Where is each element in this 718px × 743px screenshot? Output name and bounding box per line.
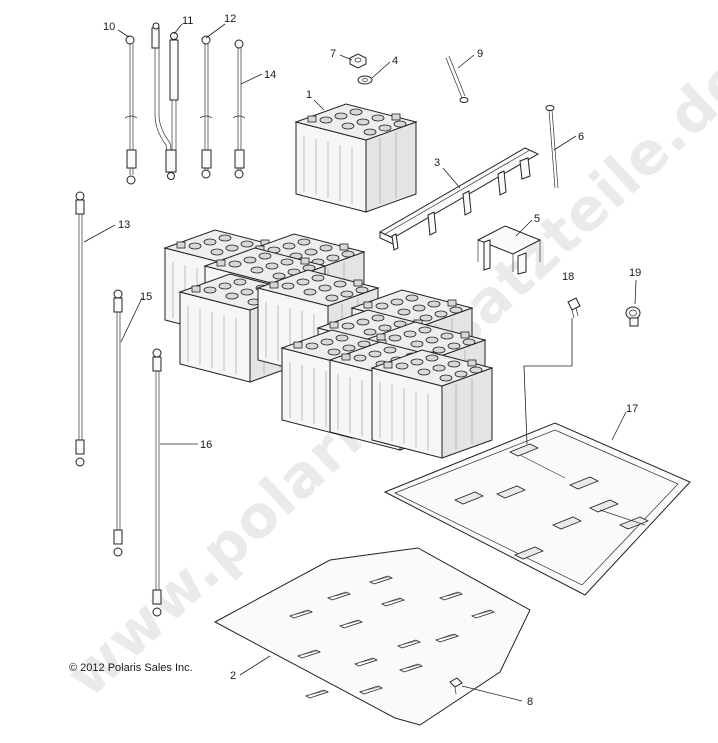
callout-13: 13 <box>118 219 130 231</box>
callout-8: 8 <box>527 696 533 708</box>
cable-11 <box>151 22 179 180</box>
battery-group-item <box>371 349 493 459</box>
callout-18: 18 <box>562 271 574 283</box>
leader-lines <box>83 23 637 702</box>
callout-labels: 10 11 12 14 7 4 9 1 3 6 5 13 15 16 18 19… <box>103 13 641 708</box>
callout-4: 4 <box>392 55 398 67</box>
cable-15 <box>113 289 123 557</box>
skid-plate-2 <box>213 547 531 726</box>
fastener-8 <box>449 677 463 695</box>
washer-4 <box>357 75 373 85</box>
callout-12: 12 <box>224 13 236 25</box>
callout-14: 14 <box>264 69 276 81</box>
cable-16 <box>152 348 162 617</box>
cable-14 <box>232 39 246 179</box>
callout-15: 15 <box>140 291 152 303</box>
bolt-9 <box>445 55 469 103</box>
clip-18 <box>567 297 581 319</box>
clamp-19 <box>625 306 641 327</box>
callout-5: 5 <box>534 213 540 225</box>
callout-10: 10 <box>103 21 115 33</box>
callout-16: 16 <box>200 439 212 451</box>
callout-6: 6 <box>578 131 584 143</box>
callout-17: 17 <box>626 403 638 415</box>
battery-tray-17 <box>383 422 691 596</box>
cable-12 <box>199 35 213 179</box>
callout-11: 11 <box>182 15 193 27</box>
callout-3: 3 <box>434 157 440 169</box>
rod-6 <box>545 105 559 189</box>
callout-9: 9 <box>477 48 483 60</box>
cable-13 <box>75 191 85 467</box>
battery-group <box>164 229 493 459</box>
copyright-notice: © 2012 Polaris Sales Inc. <box>69 662 193 674</box>
bracket-5 <box>476 225 542 275</box>
bracket-3 <box>378 147 540 251</box>
callout-1: 1 <box>306 89 312 101</box>
callout-7: 7 <box>330 48 336 60</box>
battery-1 <box>295 103 417 213</box>
callout-19: 19 <box>629 267 641 279</box>
nut-7 <box>349 53 367 69</box>
callout-2: 2 <box>230 670 236 682</box>
cable-10 <box>124 35 138 185</box>
